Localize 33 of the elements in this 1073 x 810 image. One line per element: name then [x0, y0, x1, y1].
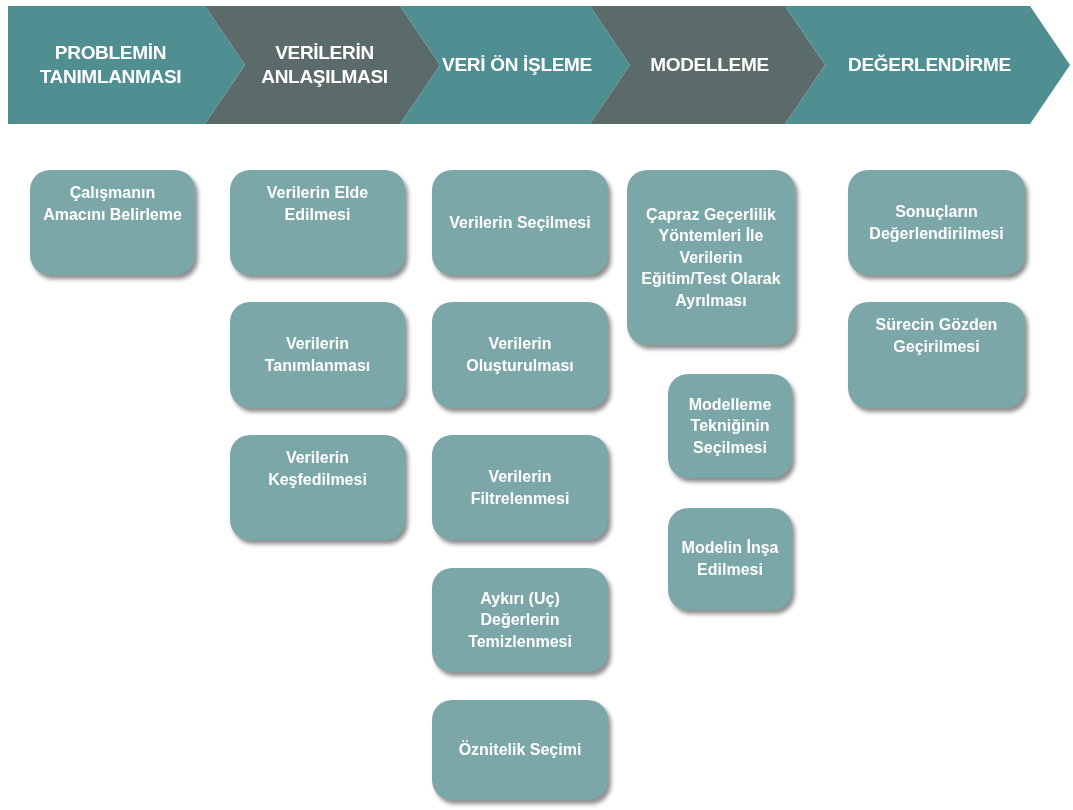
- task-card: [848, 302, 1025, 408]
- task-label: Verilerin Elde Edilmesi: [265, 183, 370, 225]
- task-card: [627, 170, 795, 345]
- task-label: Verilerin Oluşturulması: [465, 334, 575, 376]
- task-card: [432, 170, 608, 275]
- task-card: [432, 302, 608, 408]
- task-card: [848, 170, 1025, 275]
- task-label: Verilerin Filtrelenmesi: [469, 466, 571, 509]
- task-card: [668, 508, 792, 610]
- task-card: [668, 374, 792, 478]
- task-label: Sonuçların Değerlendirilmesi: [868, 201, 1005, 244]
- step-title: MODELLEME: [650, 53, 769, 77]
- task-label: Aykırı (Uç) Değerlerin Temizlenmesi: [467, 588, 573, 652]
- task-card: [432, 568, 608, 672]
- task-card: [230, 435, 405, 540]
- task-label: Verilerin Seçilmesi: [449, 212, 591, 233]
- task-card: [432, 700, 608, 800]
- task-label: Modelleme Tekniğinin Seçilmesi: [687, 394, 773, 458]
- task-label: Öznitelik Seçimi: [458, 739, 582, 761]
- task-card: [230, 302, 405, 408]
- task-label: Verilerin Keşfedilmesi: [267, 448, 368, 490]
- task-label: Sürecin Gözden Geçirilmesi: [874, 315, 999, 357]
- task-card: [230, 170, 405, 275]
- step-title: DEĞERLENDİRME: [848, 53, 1011, 77]
- step-title: VERİLERİN ANLAŞILMASI: [260, 41, 389, 89]
- step-title: VERİ ÖN İŞLEME: [442, 53, 592, 77]
- task-card: [432, 435, 608, 540]
- task-card: [30, 170, 195, 275]
- task-label: Çapraz Geçerlilik Yöntemleri İle Verilerin Eğitim/Test Olarak Ayrılması: [640, 204, 782, 311]
- task-label: Verilerin Tanımlanması: [263, 334, 372, 376]
- task-label: Modelin İnşa Edilmesi: [680, 538, 780, 580]
- step-title: PROBLEMİN TANIMLANMASI: [38, 41, 183, 89]
- task-label: Çalışmanın Amacını Belirleme: [42, 183, 183, 225]
